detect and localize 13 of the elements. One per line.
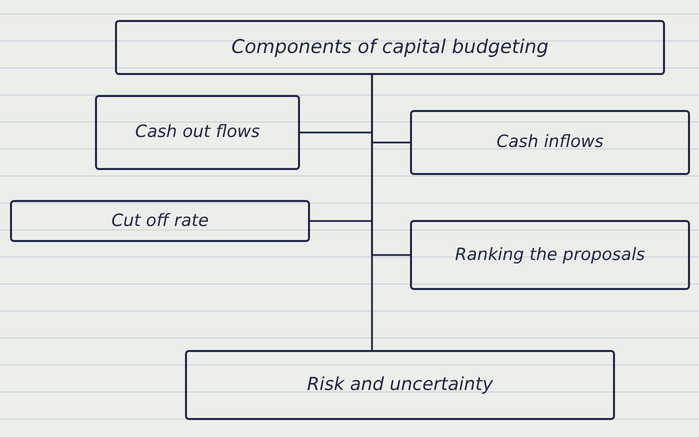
component-box	[10, 200, 310, 242]
box-label: Cash out flows	[135, 122, 260, 143]
component-box	[185, 350, 615, 420]
title-box	[115, 20, 665, 75]
component-box	[410, 110, 690, 175]
box-label: Ranking the proposals	[454, 244, 646, 266]
component-box	[95, 95, 300, 170]
box-label: Components of capital budgeting	[231, 36, 549, 59]
component-box	[410, 220, 690, 290]
connector-line	[371, 75, 373, 350]
box-label: Cut off rate	[111, 210, 209, 232]
box-label: Cash inflows	[496, 132, 604, 153]
box-label: Risk and uncertainty	[306, 374, 493, 396]
